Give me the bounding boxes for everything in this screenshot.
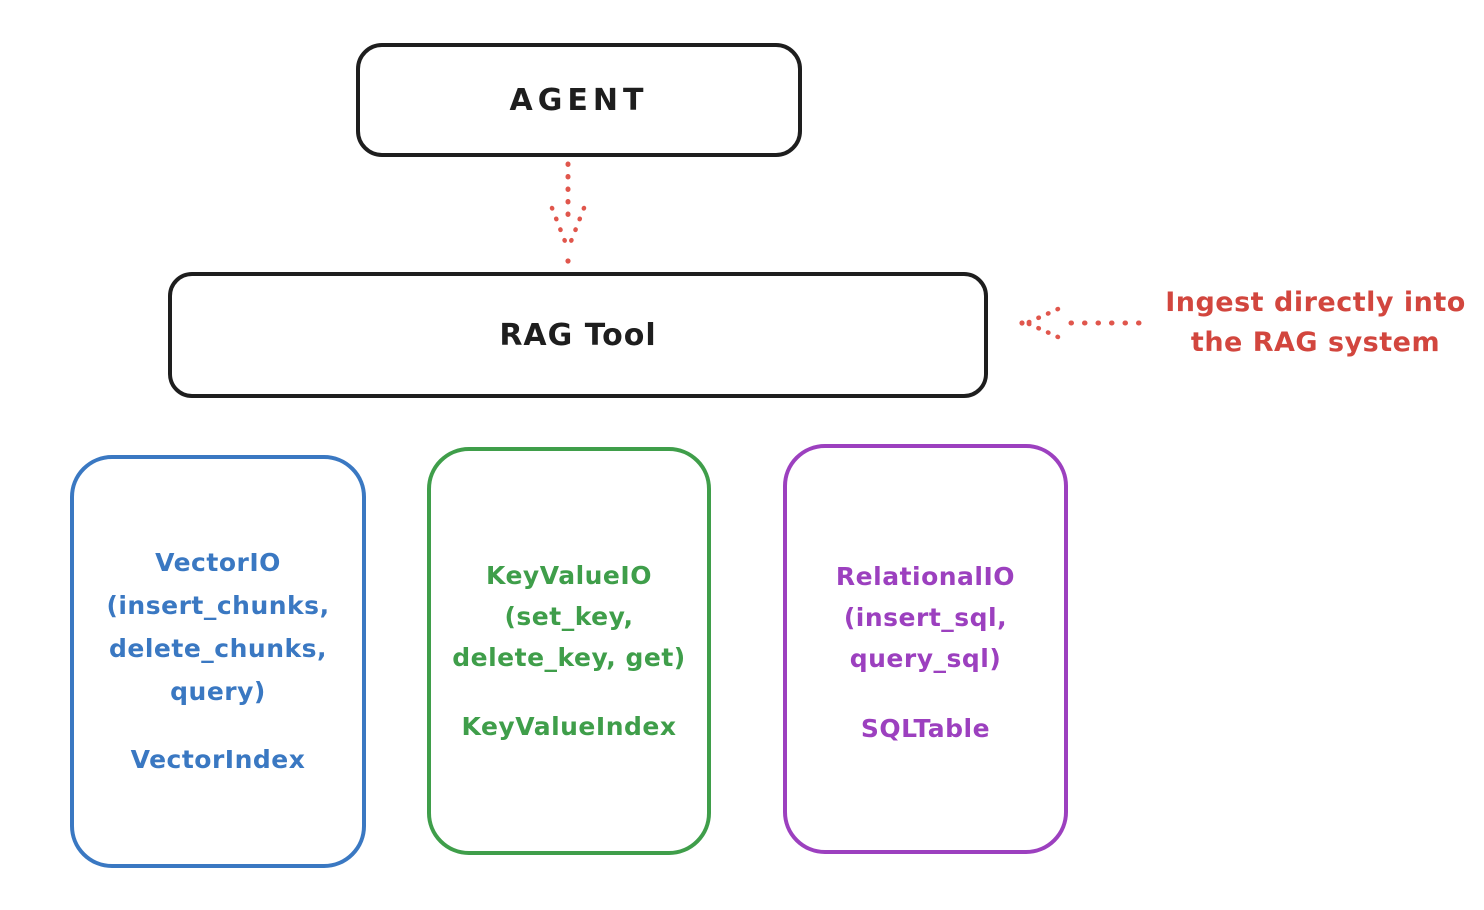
ingest-annotation-line2: the RAG system <box>1190 327 1441 358</box>
card-line: KeyValueIO <box>486 561 652 590</box>
card-line: delete_key, get) <box>452 643 686 672</box>
ingest-annotation: Ingest directly into the RAG system <box>1143 283 1484 363</box>
keyvalue-io-card: KeyValueIO (set_key, delete_key, get) Ke… <box>427 447 711 855</box>
card-line: (insert_chunks, <box>106 591 330 620</box>
card-line: (insert_sql, <box>843 603 1008 632</box>
agent-box: AGENT <box>356 43 802 157</box>
sql-table-label: SQLTable <box>860 714 991 743</box>
rag-tool-box: RAG Tool <box>168 272 988 398</box>
vector-io-card: VectorIO (insert_chunks, delete_chunks, … <box>70 455 366 868</box>
card-line: query_sql) <box>849 644 1002 673</box>
relational-io-card: RelationalIO (insert_sql, query_sql) SQL… <box>783 444 1068 854</box>
keyvalue-io-signature: KeyValueIO (set_key, delete_key, get) <box>431 555 707 678</box>
vector-index-label: VectorIndex <box>130 745 306 774</box>
keyvalue-index-label: KeyValueIndex <box>461 712 677 741</box>
agent-to-rag-arrow-icon <box>549 161 587 264</box>
relational-io-signature: RelationalIO (insert_sql, query_sql) <box>787 556 1064 679</box>
rag-tool-label: RAG Tool <box>499 317 657 353</box>
card-line: RelationalIO <box>835 562 1016 591</box>
card-line: (set_key, <box>504 602 634 631</box>
card-line: VectorIO <box>155 548 281 577</box>
card-line: delete_chunks, <box>109 634 327 663</box>
card-line: query) <box>170 677 266 706</box>
vector-io-signature: VectorIO (insert_chunks, delete_chunks, … <box>74 541 362 713</box>
ingest-annotation-line1: Ingest directly into <box>1165 287 1466 318</box>
agent-label: AGENT <box>509 82 649 118</box>
ingest-arrow-icon <box>1019 306 1142 340</box>
